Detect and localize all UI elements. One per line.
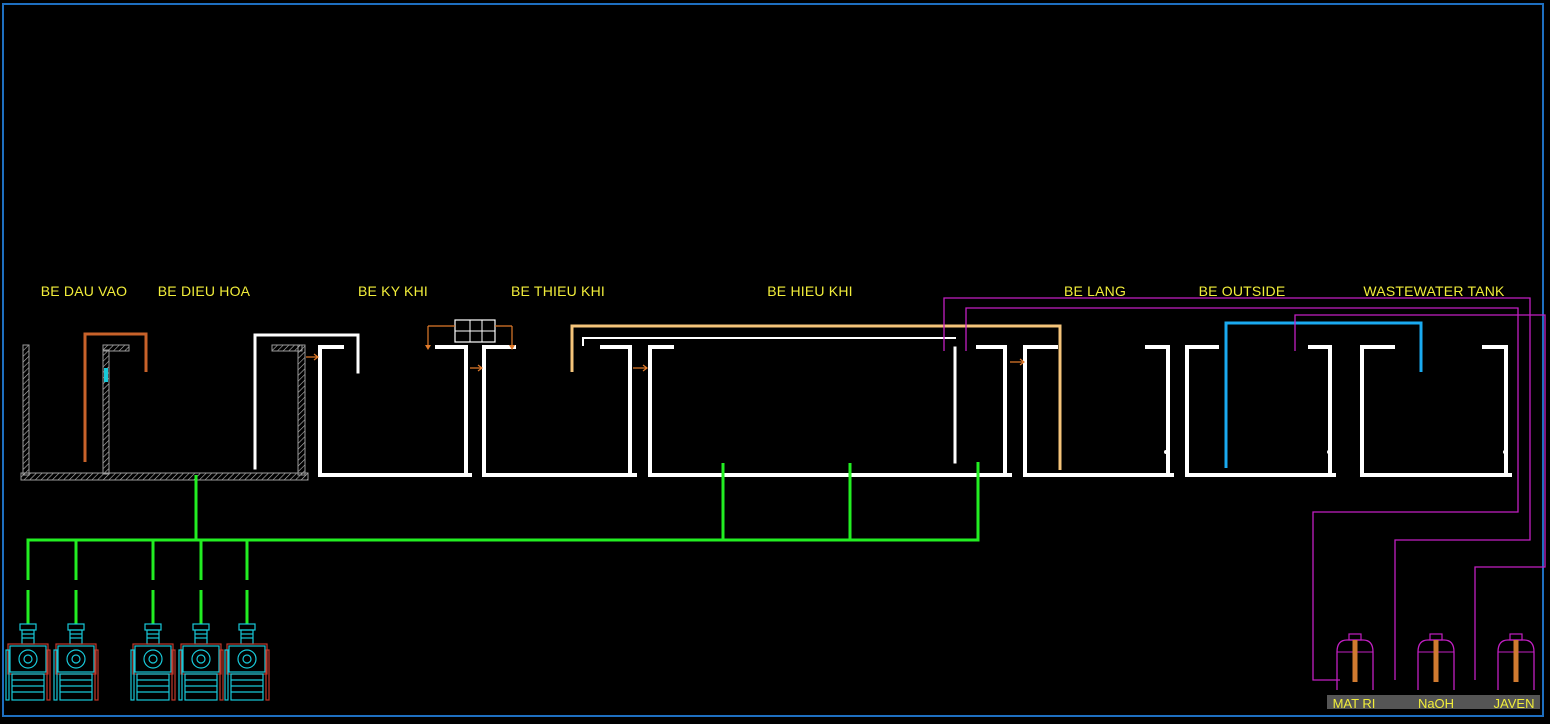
screen-unit — [425, 319, 515, 350]
air-blower-icon — [130, 623, 176, 701]
connector-arrow-icon — [633, 364, 648, 372]
connectors — [104, 353, 1025, 382]
chemical-label-bar — [1327, 695, 1540, 709]
air-blower-icon — [5, 623, 51, 701]
tank-thieu-khi-walls — [482, 345, 637, 477]
label-be-outside: BE OUTSIDE — [1198, 283, 1286, 299]
air-blower-icon — [178, 623, 224, 701]
label-be-ky-khi: BE KY KHI — [357, 283, 429, 299]
tank-wastewater-walls — [1360, 345, 1512, 477]
label-wastewater-tank: WASTEWATER TANK — [1363, 283, 1505, 299]
tank-ky-khi-walls — [318, 345, 472, 477]
inlet-pipe — [83, 332, 148, 462]
label-javen: JAVEN — [1493, 696, 1535, 711]
label-mat-ri: MAT RI — [1332, 696, 1376, 711]
outside-pipe — [1224, 321, 1423, 468]
connector-arrow-icon — [306, 353, 319, 361]
chemical-tank-icon — [1336, 633, 1374, 690]
tank-dau-vao-dieu-hoa-walls — [20, 344, 309, 481]
label-be-dieu-hoa: BE DIEU HOA — [157, 283, 251, 299]
label-be-dau-vao: BE DAU VAO — [40, 283, 128, 299]
pipes — [83, 321, 1423, 470]
baffle-dieu-hoa — [253, 333, 360, 470]
return-sludge-pipe — [570, 324, 1062, 470]
chemical-tank-group — [1336, 633, 1535, 690]
tank-outside-walls — [1185, 345, 1336, 477]
connector-arrow-icon — [1010, 358, 1025, 366]
tank-walls — [20, 333, 1512, 481]
weir-dots — [1164, 450, 1507, 454]
baffle-thieu-khi-top — [582, 337, 956, 346]
air-blower-icon — [224, 623, 270, 701]
valve-icon — [104, 368, 108, 382]
chemical-tank-icon — [1497, 633, 1535, 690]
connector-arrow-icon — [470, 364, 483, 372]
tank-hieu-khi-walls — [648, 345, 1012, 477]
label-naoh: NaOH — [1417, 696, 1455, 711]
air-blower-icon — [53, 623, 99, 701]
label-be-hieu-khi: BE HIEU KHI — [767, 283, 853, 299]
chemical-tank-icon — [1417, 633, 1455, 690]
tank-lang-walls — [1023, 345, 1174, 477]
blower-group — [5, 623, 270, 701]
air-lines — [26, 462, 980, 624]
dosing-lines — [943, 297, 1546, 681]
label-be-thieu-khi: BE THIEU KHI — [511, 283, 605, 299]
label-be-lang: BE LANG — [1063, 283, 1127, 299]
